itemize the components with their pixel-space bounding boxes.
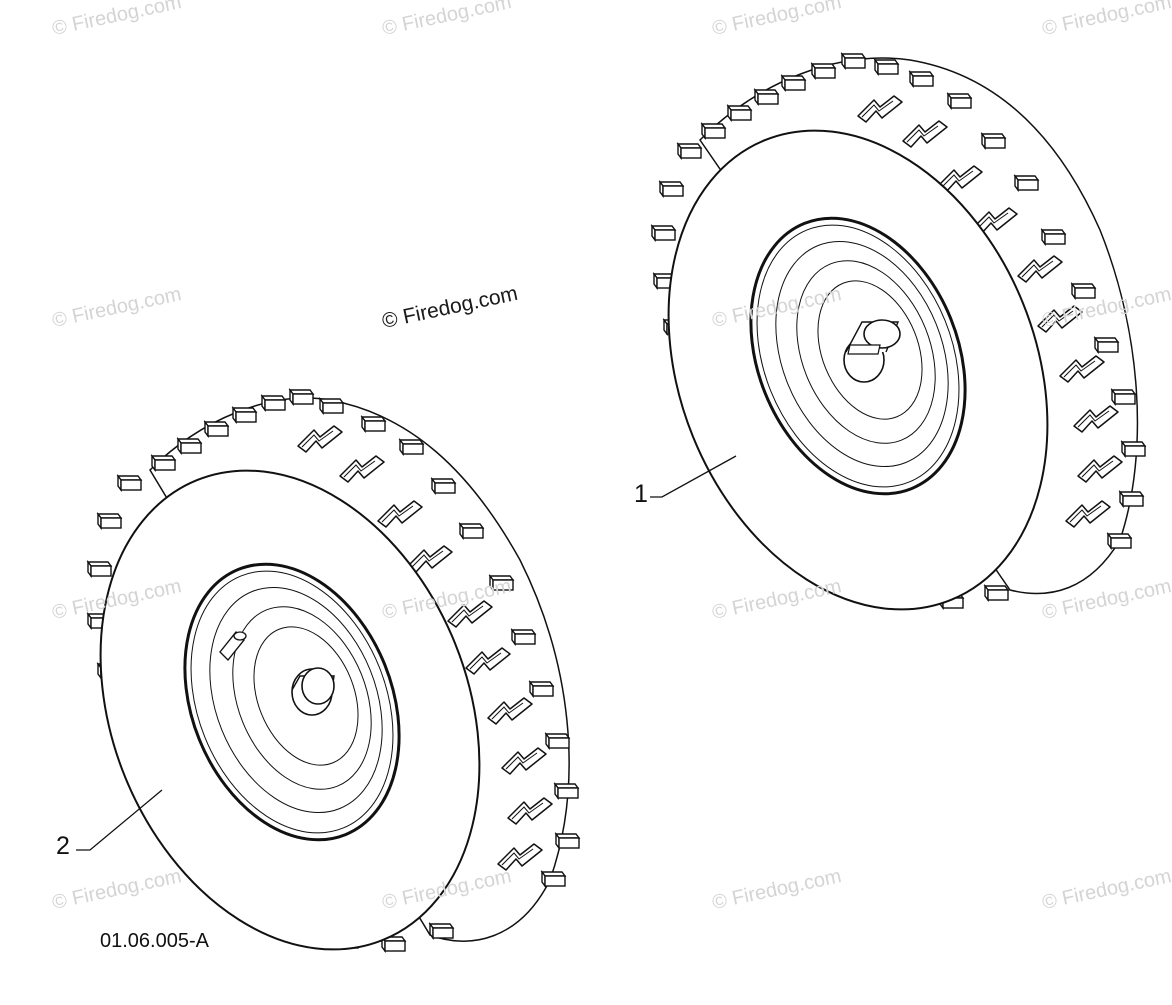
leader-line-2	[76, 789, 163, 851]
valve-stem-wheel-2	[219, 630, 247, 662]
figure-code: 01.06.005-A	[100, 930, 209, 952]
axle-hub-wheel-2	[291, 667, 335, 716]
wheel-part-1	[650, 53, 1146, 611]
leader-line-1	[650, 455, 737, 498]
callout-2: 2	[56, 832, 70, 860]
wheel-part-2	[76, 389, 580, 952]
callout-1: 1	[634, 480, 648, 508]
axle-hub-wheel-1	[843, 319, 901, 383]
